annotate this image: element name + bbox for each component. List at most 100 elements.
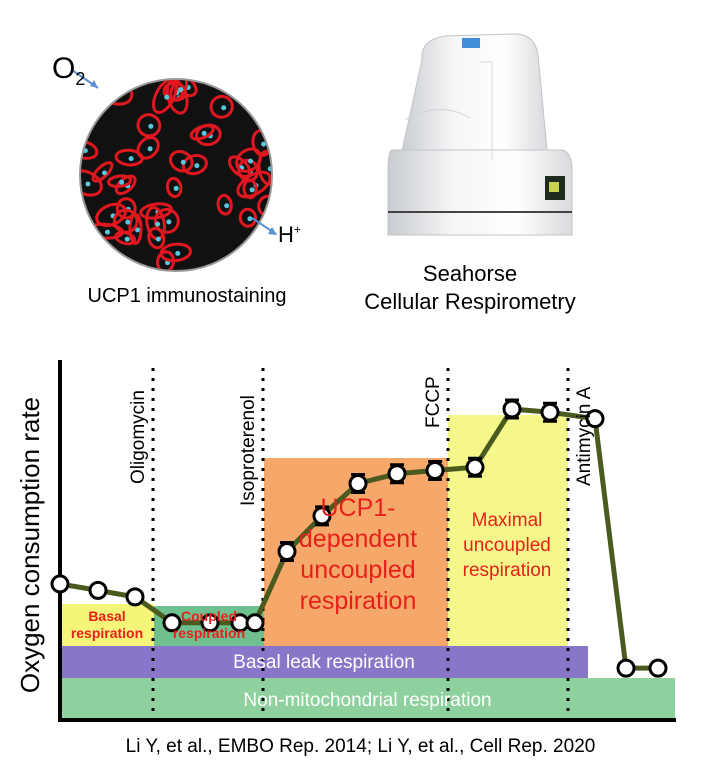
seahorse-caption-line2: Cellular Respirometry — [364, 289, 576, 314]
data-point — [312, 506, 332, 526]
cell-nucleus — [128, 156, 134, 162]
cell-shape — [189, 124, 215, 141]
data-point — [585, 409, 605, 429]
cell-nucleus — [119, 179, 125, 185]
data-point — [540, 402, 560, 422]
cell-shape — [257, 149, 271, 186]
cell-shape — [107, 174, 133, 188]
o2-label: O2 — [52, 52, 86, 89]
data-point — [125, 587, 145, 607]
region-maximal — [448, 415, 568, 646]
cell-nucleus — [105, 229, 111, 235]
h-arrow — [251, 217, 277, 235]
cell-shape — [216, 193, 233, 216]
ucp1-caption: UCP1 immunostaining — [87, 285, 287, 307]
cell-nucleus — [248, 158, 254, 164]
cell-nucleus — [224, 203, 230, 209]
cell-shape — [147, 226, 166, 250]
maximal-line-1: Maximal — [471, 510, 543, 531]
cell-shape — [236, 170, 271, 199]
coupled-respiration-label: Coupled respiration — [172, 608, 246, 641]
cell-nucleus — [166, 219, 172, 225]
drug-label-antimycin: Antimycin A — [574, 386, 595, 486]
cell-nucleus — [267, 166, 271, 172]
seahorse-instrument-image — [387, 33, 573, 236]
basal-respiration-label: Basal respiration — [70, 608, 144, 641]
data-point — [348, 473, 368, 493]
cell-shape — [165, 176, 183, 199]
top-illustration — [71, 33, 573, 272]
data-point — [387, 464, 407, 484]
data-point — [88, 580, 108, 600]
cell-shape — [168, 150, 194, 173]
data-point — [245, 613, 265, 633]
drug-label-fccp: FCCP — [423, 376, 444, 428]
cell-nucleus — [180, 159, 186, 165]
cell-shape — [91, 161, 114, 183]
ucp1-line-4: respiration — [299, 587, 417, 615]
cell-nucleus — [148, 123, 154, 129]
respiration-regions — [60, 415, 675, 720]
maximal-line-3: respiration — [462, 560, 552, 581]
y-axis-label: Oxygen consumption rate — [15, 396, 45, 694]
cell-shape — [238, 207, 257, 228]
non-mito-label: Non-mitochondrial respiration — [243, 690, 492, 711]
ucp1-line-3: uncoupled — [300, 556, 416, 584]
cell-nucleus — [124, 236, 130, 242]
cell-nucleus — [125, 219, 131, 225]
cell-nucleus — [178, 87, 184, 93]
basal-leak-label: Basal leak respiration — [233, 652, 415, 673]
cell-shape — [209, 94, 234, 119]
ucp1-dependent-label: UCP1- dependent uncoupled respiration — [270, 493, 446, 617]
cell-shape — [115, 197, 137, 220]
cell-nucleus — [247, 216, 253, 222]
cell-nucleus — [175, 250, 181, 256]
region-nonmito — [60, 678, 675, 720]
cell-shape — [136, 113, 162, 138]
cell-shape — [169, 80, 189, 102]
ucp1-line-1: UCP1- — [320, 494, 396, 522]
cell-nucleus — [155, 236, 161, 242]
cell-nucleus — [147, 146, 153, 152]
data-point — [50, 574, 70, 594]
cell-nucleus — [164, 94, 170, 100]
cell-nucleus — [155, 221, 161, 227]
region-basal — [60, 604, 154, 646]
cell-nucleus — [134, 227, 140, 233]
data-point — [162, 613, 182, 633]
cell-nucleus — [201, 130, 207, 136]
chart-axes — [58, 360, 676, 722]
cell-shape — [242, 178, 258, 200]
data-point — [200, 613, 220, 633]
data-point — [616, 658, 636, 678]
maximal-uncoupled-label: Maximal uncoupled respiration — [448, 508, 566, 583]
cell-nucleus — [194, 163, 200, 169]
cell-shape — [156, 250, 176, 270]
data-point — [648, 658, 668, 678]
cell-shape — [112, 208, 139, 234]
cell-nucleus — [85, 181, 91, 187]
o2-arrow — [71, 69, 99, 89]
data-point — [277, 542, 297, 562]
citation: Li Y, et al., EMBO Rep. 2014; Li Y, et a… — [125, 736, 596, 757]
ucp1-line-2: dependent — [298, 525, 418, 553]
cell-shape — [235, 147, 262, 173]
cell-nucleus — [249, 187, 255, 193]
region-leak — [60, 646, 588, 678]
data-point — [502, 399, 522, 419]
cell-nucleus — [261, 141, 267, 147]
cell-shape — [114, 148, 144, 167]
cell-nucleus — [173, 185, 179, 191]
drug-label-oligomycin: Oligomycin — [128, 390, 149, 484]
drug-label-isoproterenol: Isoproterenol — [238, 395, 259, 506]
cell-nucleus — [102, 170, 108, 176]
maximal-line-2: uncoupled — [463, 535, 551, 556]
seahorse-caption: Seahorse Cellular Respirometry — [320, 260, 620, 316]
ocr-series — [50, 398, 668, 678]
h-plus-label: H+ — [278, 222, 301, 247]
cell-shape — [159, 242, 193, 263]
cell-nucleus — [221, 105, 227, 111]
cell-shape — [181, 154, 208, 176]
data-point — [425, 461, 445, 481]
